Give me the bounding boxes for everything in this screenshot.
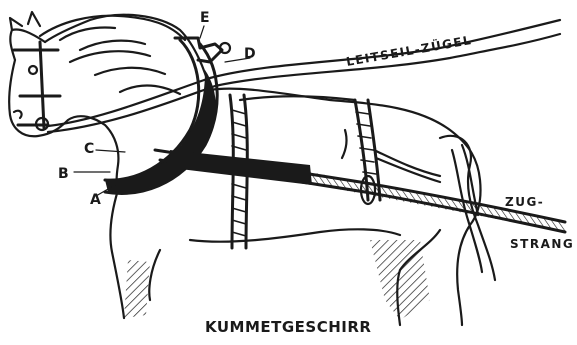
horse-ear (10, 12, 40, 30)
saddle-mark (342, 130, 346, 158)
horse-mane (40, 16, 185, 94)
belly-band (170, 150, 312, 185)
label-e: E (200, 10, 210, 26)
label-strang: STRANG (510, 237, 574, 251)
label-b: B (58, 166, 69, 182)
leitseil-rein-lower (48, 34, 560, 132)
saddle-pad (240, 96, 355, 100)
label-c: C (84, 141, 94, 157)
hind-leg-shadow (370, 240, 430, 320)
front-leg-shadow (124, 260, 150, 318)
horse-eye (29, 66, 37, 74)
label-a: A (90, 192, 101, 208)
leader-e (200, 26, 204, 38)
leader-c (96, 150, 125, 152)
label-d: D (244, 46, 256, 62)
caption-kummetgeschirr: KUMMETGESCHIRR (205, 318, 371, 336)
horse-nostril (14, 111, 22, 118)
crupper-line (374, 150, 440, 182)
label-zug: ZUG- (505, 195, 544, 209)
